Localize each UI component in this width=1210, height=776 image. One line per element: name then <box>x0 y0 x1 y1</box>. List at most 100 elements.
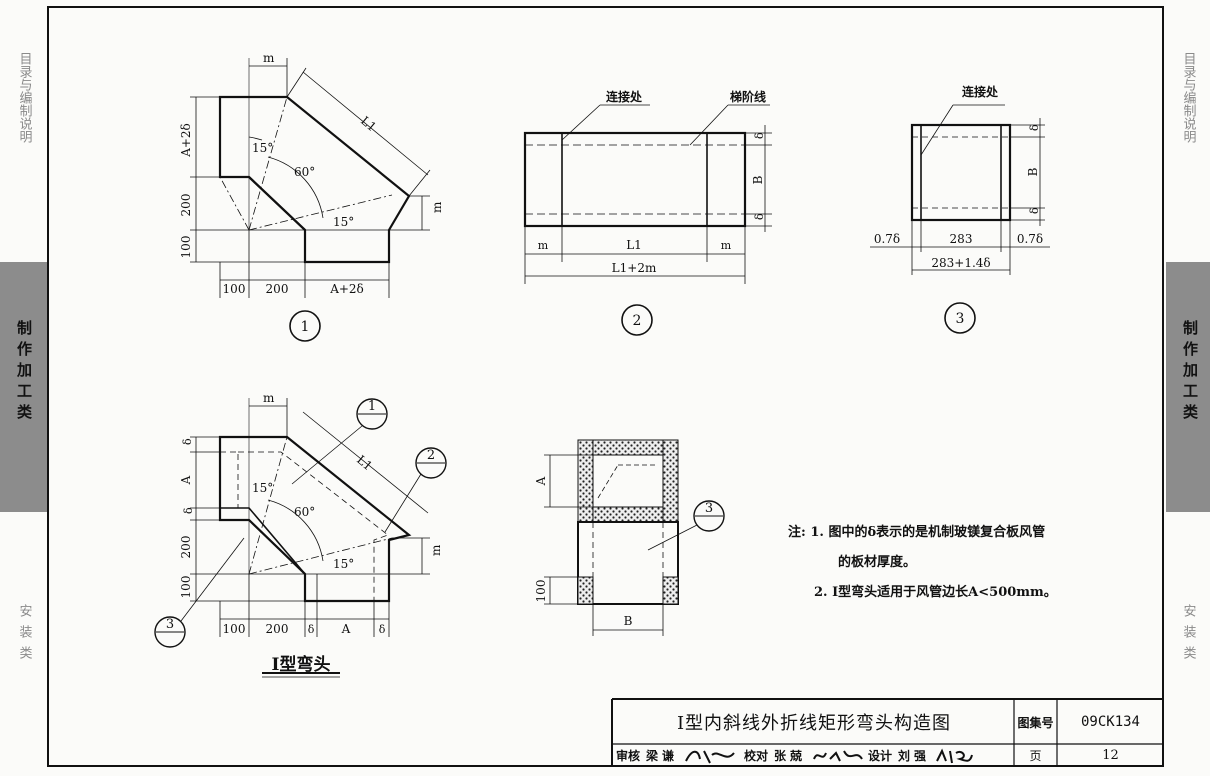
dim-100: 100 <box>179 236 193 259</box>
dim-L1: L1 <box>358 114 379 135</box>
dim-b100: 100 <box>223 622 246 636</box>
dim-bd2: δ <box>379 623 386 636</box>
note-line-2: 的板材厚度。 <box>838 555 917 570</box>
label-joint: 连接处 <box>962 84 999 99</box>
side-tab-label: 制作加工类 <box>15 320 33 425</box>
dim-right: 0.7δ <box>1017 232 1043 246</box>
dim-200: 200 <box>179 536 193 559</box>
figure-1-labels: m L1 A+2δ 200 100 100 200 A+2δ 15° 60° 1… <box>179 51 444 335</box>
figure-3-labels: 连接处 0.7δ 283 0.7δ 283+1.4δ δ B δ 3 <box>874 84 1043 327</box>
dim-B: B <box>1026 167 1040 176</box>
checker-name: 张兢 <box>773 749 806 763</box>
dim-delta-mid: δ <box>182 507 195 514</box>
callout-1-number: 1 <box>368 399 376 414</box>
title-block-lines <box>611 698 1164 767</box>
dim-A: A <box>179 475 193 485</box>
side-tab-fabrication-left[interactable]: 制作加工类 <box>0 262 48 512</box>
dim-b200: 200 <box>266 282 289 296</box>
figure-5-section-view <box>544 439 725 636</box>
dim-delta-top: δ <box>1028 124 1041 131</box>
dim-B: B <box>624 614 633 628</box>
dim-delta-bottom: δ <box>1028 207 1041 214</box>
side-tab-catalog-right[interactable]: 目录与编制说明 <box>1168 52 1208 150</box>
note-line-1: 1. 图中的δ表示的是机制玻镁复合板风管 <box>810 525 1046 540</box>
dim-B: B <box>751 175 765 184</box>
angle-15-top: 15° <box>252 481 273 495</box>
side-tab-label: 安装类 <box>1180 604 1196 667</box>
side-tab-label: 制作加工类 <box>1181 320 1199 425</box>
dim-m-top: m <box>263 391 275 405</box>
check-label: 校对 <box>743 749 768 763</box>
side-tab-label: 安装类 <box>16 604 32 667</box>
reviewer-signature <box>682 747 742 765</box>
dim-b100: 100 <box>223 282 246 296</box>
reviewer-name: 梁谦 <box>645 749 678 763</box>
dim-m-top: m <box>263 51 275 65</box>
angle-15-bottom: 15° <box>333 215 354 229</box>
figure-2-straight-duct <box>523 104 772 336</box>
dim-bd1: δ <box>308 623 315 636</box>
dim-b200: 200 <box>266 622 289 636</box>
dim-bA2d: A+2δ <box>329 282 364 296</box>
angle-60: 60° <box>294 505 315 519</box>
notes-block: 注: 1. 图中的δ表示的是机制玻镁复合板风管 的板材厚度。 2. I型弯头适用… <box>788 518 1057 608</box>
dim-mid: 283 <box>950 232 973 246</box>
side-tab-installation-right[interactable]: 安装类 <box>1168 604 1208 674</box>
checker-signature <box>810 747 866 765</box>
atlas-number-label: 图集号 <box>1017 715 1054 730</box>
figure-4-labels: m L1 δ A δ 200 100 100 200 δ A δ 15° 60°… <box>166 391 443 675</box>
label-joint: 连接处 <box>606 89 643 104</box>
side-tab-catalog-left[interactable]: 目录与编制说明 <box>4 52 44 150</box>
figure-5-labels: A 100 B 3 <box>534 476 713 628</box>
label-step-line: 梯阶线 <box>730 89 766 104</box>
angle-15-top: 15° <box>252 141 273 155</box>
callout-2-number: 2 <box>427 448 435 463</box>
side-tab-label: 目录与编制说明 <box>16 52 32 143</box>
dim-200: 200 <box>179 194 193 217</box>
designer-name: 刘强 <box>897 749 930 763</box>
dim-delta-top: δ <box>753 132 766 139</box>
drawing-title: I型内斜线外折线矩形弯头构造图 <box>676 713 952 734</box>
figure-1-elbow <box>190 58 431 342</box>
dim-left: 0.7δ <box>874 232 900 246</box>
dim-bA: A <box>341 622 351 636</box>
dim-A-2d: A+2δ <box>179 123 193 158</box>
figure-3-number: 3 <box>956 311 965 327</box>
page-number: 12 <box>1102 748 1119 763</box>
designer-signature <box>934 747 974 765</box>
drawing-frame <box>47 6 1164 767</box>
angle-60: 60° <box>294 165 315 179</box>
design-label: 设计 <box>867 749 892 763</box>
notes-prefix: 注: <box>788 525 806 540</box>
dim-delta-bottom: δ <box>753 213 766 220</box>
dim-m-right: m <box>429 544 443 556</box>
side-tab-label: 目录与编制说明 <box>1180 52 1196 143</box>
dim-L1: L1 <box>626 238 642 252</box>
dim-A: A <box>534 476 548 486</box>
signature-row: 审核 梁谦 校对 张兢 设计 刘强 <box>614 744 1014 767</box>
angle-15-bottom: 15° <box>333 557 354 571</box>
dim-total: 283+1.4δ <box>931 256 990 270</box>
figure-1-number: 1 <box>301 319 310 335</box>
dim-delta-top: δ <box>181 438 194 445</box>
atlas-number: 09CK134 <box>1080 714 1140 730</box>
figure-4-elbow-assembly <box>154 398 447 678</box>
callout-3-number: 3 <box>166 617 174 632</box>
dim-total: L1+2m <box>612 261 657 275</box>
dim-100: 100 <box>179 576 193 599</box>
page-label: 页 <box>1029 749 1042 763</box>
side-tab-fabrication-right[interactable]: 制作加工类 <box>1166 262 1210 512</box>
figure-2-labels: 连接处 梯阶线 m L1 m L1+2m δ B δ 2 <box>538 89 766 329</box>
review-label: 审核 <box>615 749 640 763</box>
dim-100: 100 <box>534 580 548 603</box>
dim-m-right: m <box>430 201 444 213</box>
callout-3-number: 3 <box>705 501 713 516</box>
figure-3-section <box>870 104 1050 334</box>
figure-2-number: 2 <box>633 313 642 329</box>
dim-m-left: m <box>538 239 549 252</box>
side-tab-installation-left[interactable]: 安装类 <box>4 604 44 674</box>
figure-4-title: I型弯头 <box>272 654 331 675</box>
dim-m-right: m <box>721 239 732 252</box>
note-line-3: 2. I型弯头适用于风管边长A<500mm。 <box>814 585 1057 600</box>
